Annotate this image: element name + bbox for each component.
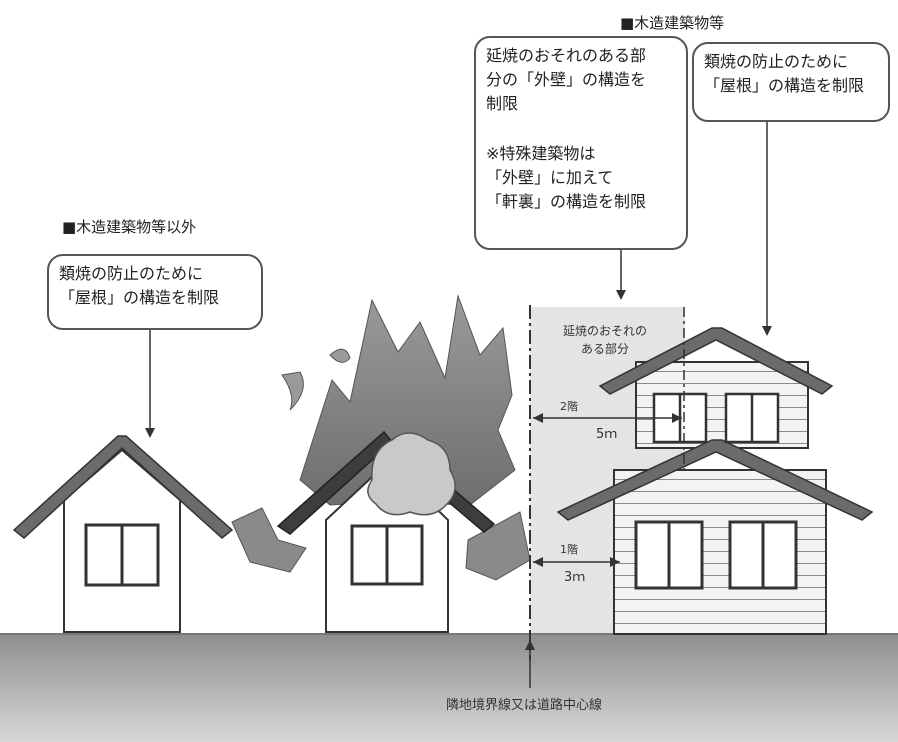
ground xyxy=(0,634,898,742)
middle-house xyxy=(276,430,496,633)
boundary-line-label: 隣地境界線又は道路中心線 xyxy=(446,698,603,713)
zone-label-line-2: ある部分 xyxy=(580,342,629,356)
callout-left-line-1: 類焼の防止のために xyxy=(59,264,204,283)
callout-center-line-6: 「軒裏」の構造を制限 xyxy=(486,192,647,211)
label-first-floor: 1階 xyxy=(560,543,578,556)
callout-right-line-1: 類焼の防止のために xyxy=(704,52,849,71)
callout-center-wall-restriction: 延焼のおそれのある部 分の「外壁」の構造を 制限 ※特殊建築物は 「外壁」に加え… xyxy=(474,36,688,250)
heading-wooden-buildings: ■木造建築物等 xyxy=(620,14,725,32)
callout-left-roof-restriction: 類焼の防止のために 「屋根」の構造を制限 xyxy=(47,254,263,330)
label-5m: 5ｍ xyxy=(596,427,618,442)
callout-center-line-2: 分の「外壁」の構造を xyxy=(486,70,647,89)
left-house xyxy=(12,435,234,633)
callout-center-line-5: 「外壁」に加えて xyxy=(486,168,614,187)
dimension-arrow-5m xyxy=(533,413,682,423)
callout-left-line-2: 「屋根」の構造を制限 xyxy=(59,288,220,307)
zone-label-line-1: 延焼のおそれの xyxy=(562,324,647,338)
callout-center-line-1: 延焼のおそれのある部 xyxy=(486,46,647,65)
callout-right-roof-restriction: 類焼の防止のために 「屋根」の構造を制限 xyxy=(692,42,890,122)
callout-right-line-2: 「屋根」の構造を制限 xyxy=(704,76,865,95)
fire-spread-zone-label: 延焼のおそれの ある部分 xyxy=(540,322,670,358)
heading-non-wooden-buildings: ■木造建築物等以外 xyxy=(62,218,197,236)
fire-flames xyxy=(231,294,531,581)
dimension-arrow-3m xyxy=(533,557,620,567)
callout-center-line-4: ※特殊建築物は xyxy=(486,144,596,163)
callout-center-line-3: 制限 xyxy=(486,94,519,113)
label-second-floor: 2階 xyxy=(560,400,578,413)
right-house xyxy=(556,327,874,635)
callout-connectors xyxy=(145,122,772,688)
label-3m: 3ｍ xyxy=(564,570,586,585)
